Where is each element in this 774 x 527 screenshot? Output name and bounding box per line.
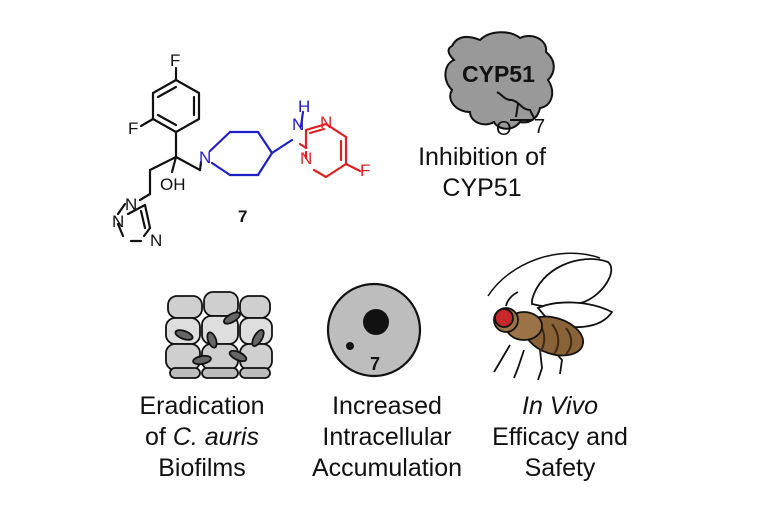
compound-7-structure: F F OH H N N N N F N N N 7 [112, 51, 370, 250]
heme-compound-label: 7 [534, 116, 545, 138]
atom-labels: F F OH H N N N N F N N N 7 [112, 51, 370, 250]
atom-f-pyrimidine: F [360, 161, 370, 180]
cyp51-enzyme-illustration: CYP51 O 7 [444, 31, 555, 140]
atom-nh-h: H [298, 97, 310, 116]
cyp51-caption-line1: Inhibition of [418, 143, 546, 171]
amine-linker [299, 110, 305, 128]
accumulation-caption-line1: Increased [332, 392, 442, 420]
atom-triazole-n4: N [150, 231, 162, 250]
biofilm-caption-line3: Biofilms [158, 454, 246, 482]
difluorophenyl-ring [138, 66, 203, 202]
invivo-caption-line2: Efficacy and [492, 423, 628, 451]
binding-pocket-line [496, 91, 535, 119]
atom-pyrimidine-n2: N [300, 149, 312, 168]
fly-eye [494, 308, 514, 328]
atom-oh: OH [160, 175, 186, 194]
heme-o-label: O [496, 118, 512, 140]
atom-f-para: F [170, 51, 180, 70]
biofilm-caption-line1: Eradication [139, 392, 265, 420]
atom-f-ortho: F [128, 119, 138, 138]
pyrimidine-ring [298, 122, 362, 179]
cell-compound-label: 7 [370, 354, 380, 374]
triazole-ring [116, 202, 152, 243]
accumulation-caption-line2: Intracellular [322, 423, 452, 451]
cyp51-caption-line2: CYP51 [442, 174, 522, 202]
atom-pyrimidine-n1: N [320, 113, 332, 132]
heme-7-bond [515, 103, 519, 118]
invivo-caption-line3: Safety [524, 454, 596, 482]
cell-vacuole-small [346, 342, 354, 350]
compound-number: 7 [238, 207, 247, 226]
atom-piperidine-n: N [199, 148, 211, 167]
cyp51-blob [444, 31, 555, 130]
atom-nh-n: N [292, 115, 304, 134]
fly-frame-curve [487, 252, 601, 297]
biofilm-caption-line2: of C. auris [145, 423, 259, 451]
cyp51-caption: Inhibition of CYP51 [398, 142, 566, 204]
accumulation-illustration: 7 [326, 282, 422, 378]
cyp51-label: CYP51 [462, 61, 535, 87]
biofilm-caption: Eradication of C. auris Biofilms [116, 391, 288, 484]
accumulation-caption: Increased Intracellular Accumulation [302, 391, 472, 484]
atom-triazole-n1: N [125, 195, 137, 214]
invivo-caption-line1: In Vivo [522, 392, 598, 420]
biofilm-illustration [165, 291, 273, 379]
piperidine-ring [208, 130, 294, 177]
cell-vacuole-large [363, 309, 389, 335]
atom-triazole-n2: N [112, 212, 124, 231]
accumulation-caption-line3: Accumulation [311, 454, 463, 482]
fruit-fly-illustration [493, 258, 614, 381]
invivo-caption: In Vivo Efficacy and Safety [480, 391, 640, 484]
